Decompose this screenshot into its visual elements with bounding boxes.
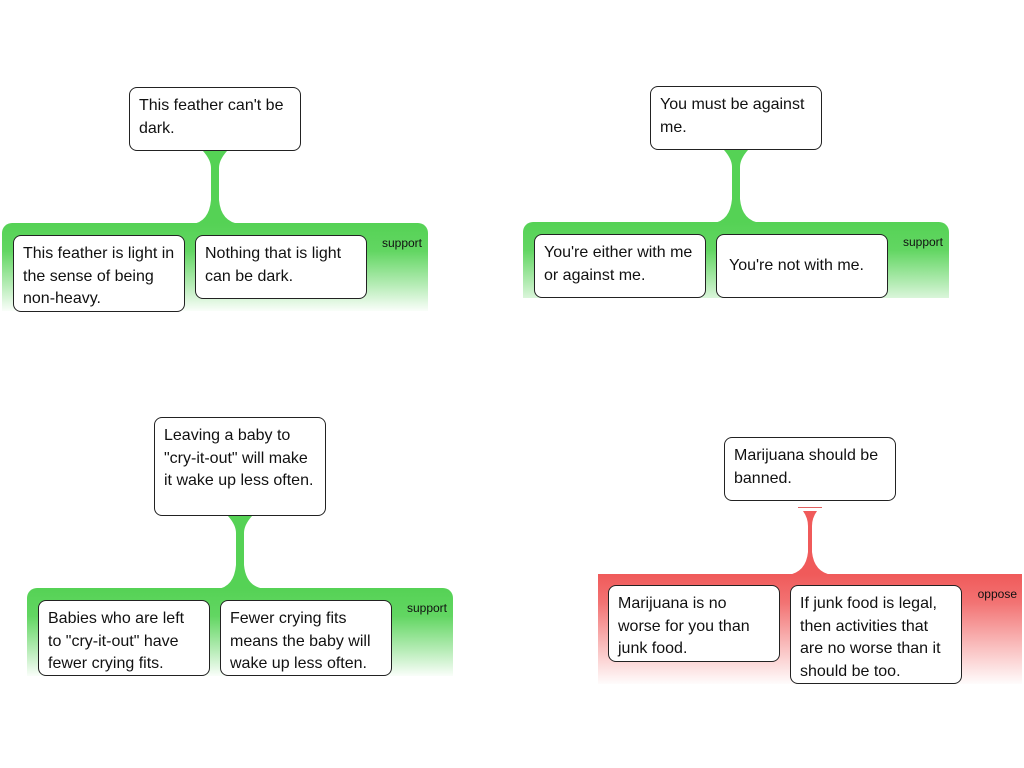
premise-box[interactable]: Marijuana is no worse for you than junk … <box>608 585 780 662</box>
claim-box[interactable]: You must be against me. <box>650 86 822 150</box>
claim-box[interactable]: Leaving a baby to "cry-it-out" will make… <box>154 417 326 516</box>
claim-box[interactable]: Marijuana should be banned. <box>724 437 896 501</box>
connector-3 <box>217 516 265 589</box>
connector-2 <box>713 150 761 223</box>
relation-label: support <box>381 236 422 250</box>
connector-1 <box>192 151 240 224</box>
premise-box[interactable]: You're not with me. <box>716 234 888 298</box>
relation-label: support <box>406 601 447 615</box>
claim-box[interactable]: This feather can't be dark. <box>129 87 301 151</box>
premise-box[interactable]: Nothing that is light can be dark. <box>195 235 367 299</box>
premise-box[interactable]: If junk food is legal, then activities t… <box>790 585 962 684</box>
relation-label: support <box>902 235 943 249</box>
relation-label: oppose <box>977 587 1017 601</box>
oppose-marker <box>798 507 822 508</box>
premise-box[interactable]: Fewer crying fits means the baby will wa… <box>220 600 392 676</box>
premise-box[interactable]: You're either with me or against me. <box>534 234 706 298</box>
premise-box[interactable]: This feather is light in the sense of be… <box>13 235 185 312</box>
premise-box[interactable]: Babies who are left to "cry-it-out" have… <box>38 600 210 676</box>
connector-4 <box>788 511 832 575</box>
